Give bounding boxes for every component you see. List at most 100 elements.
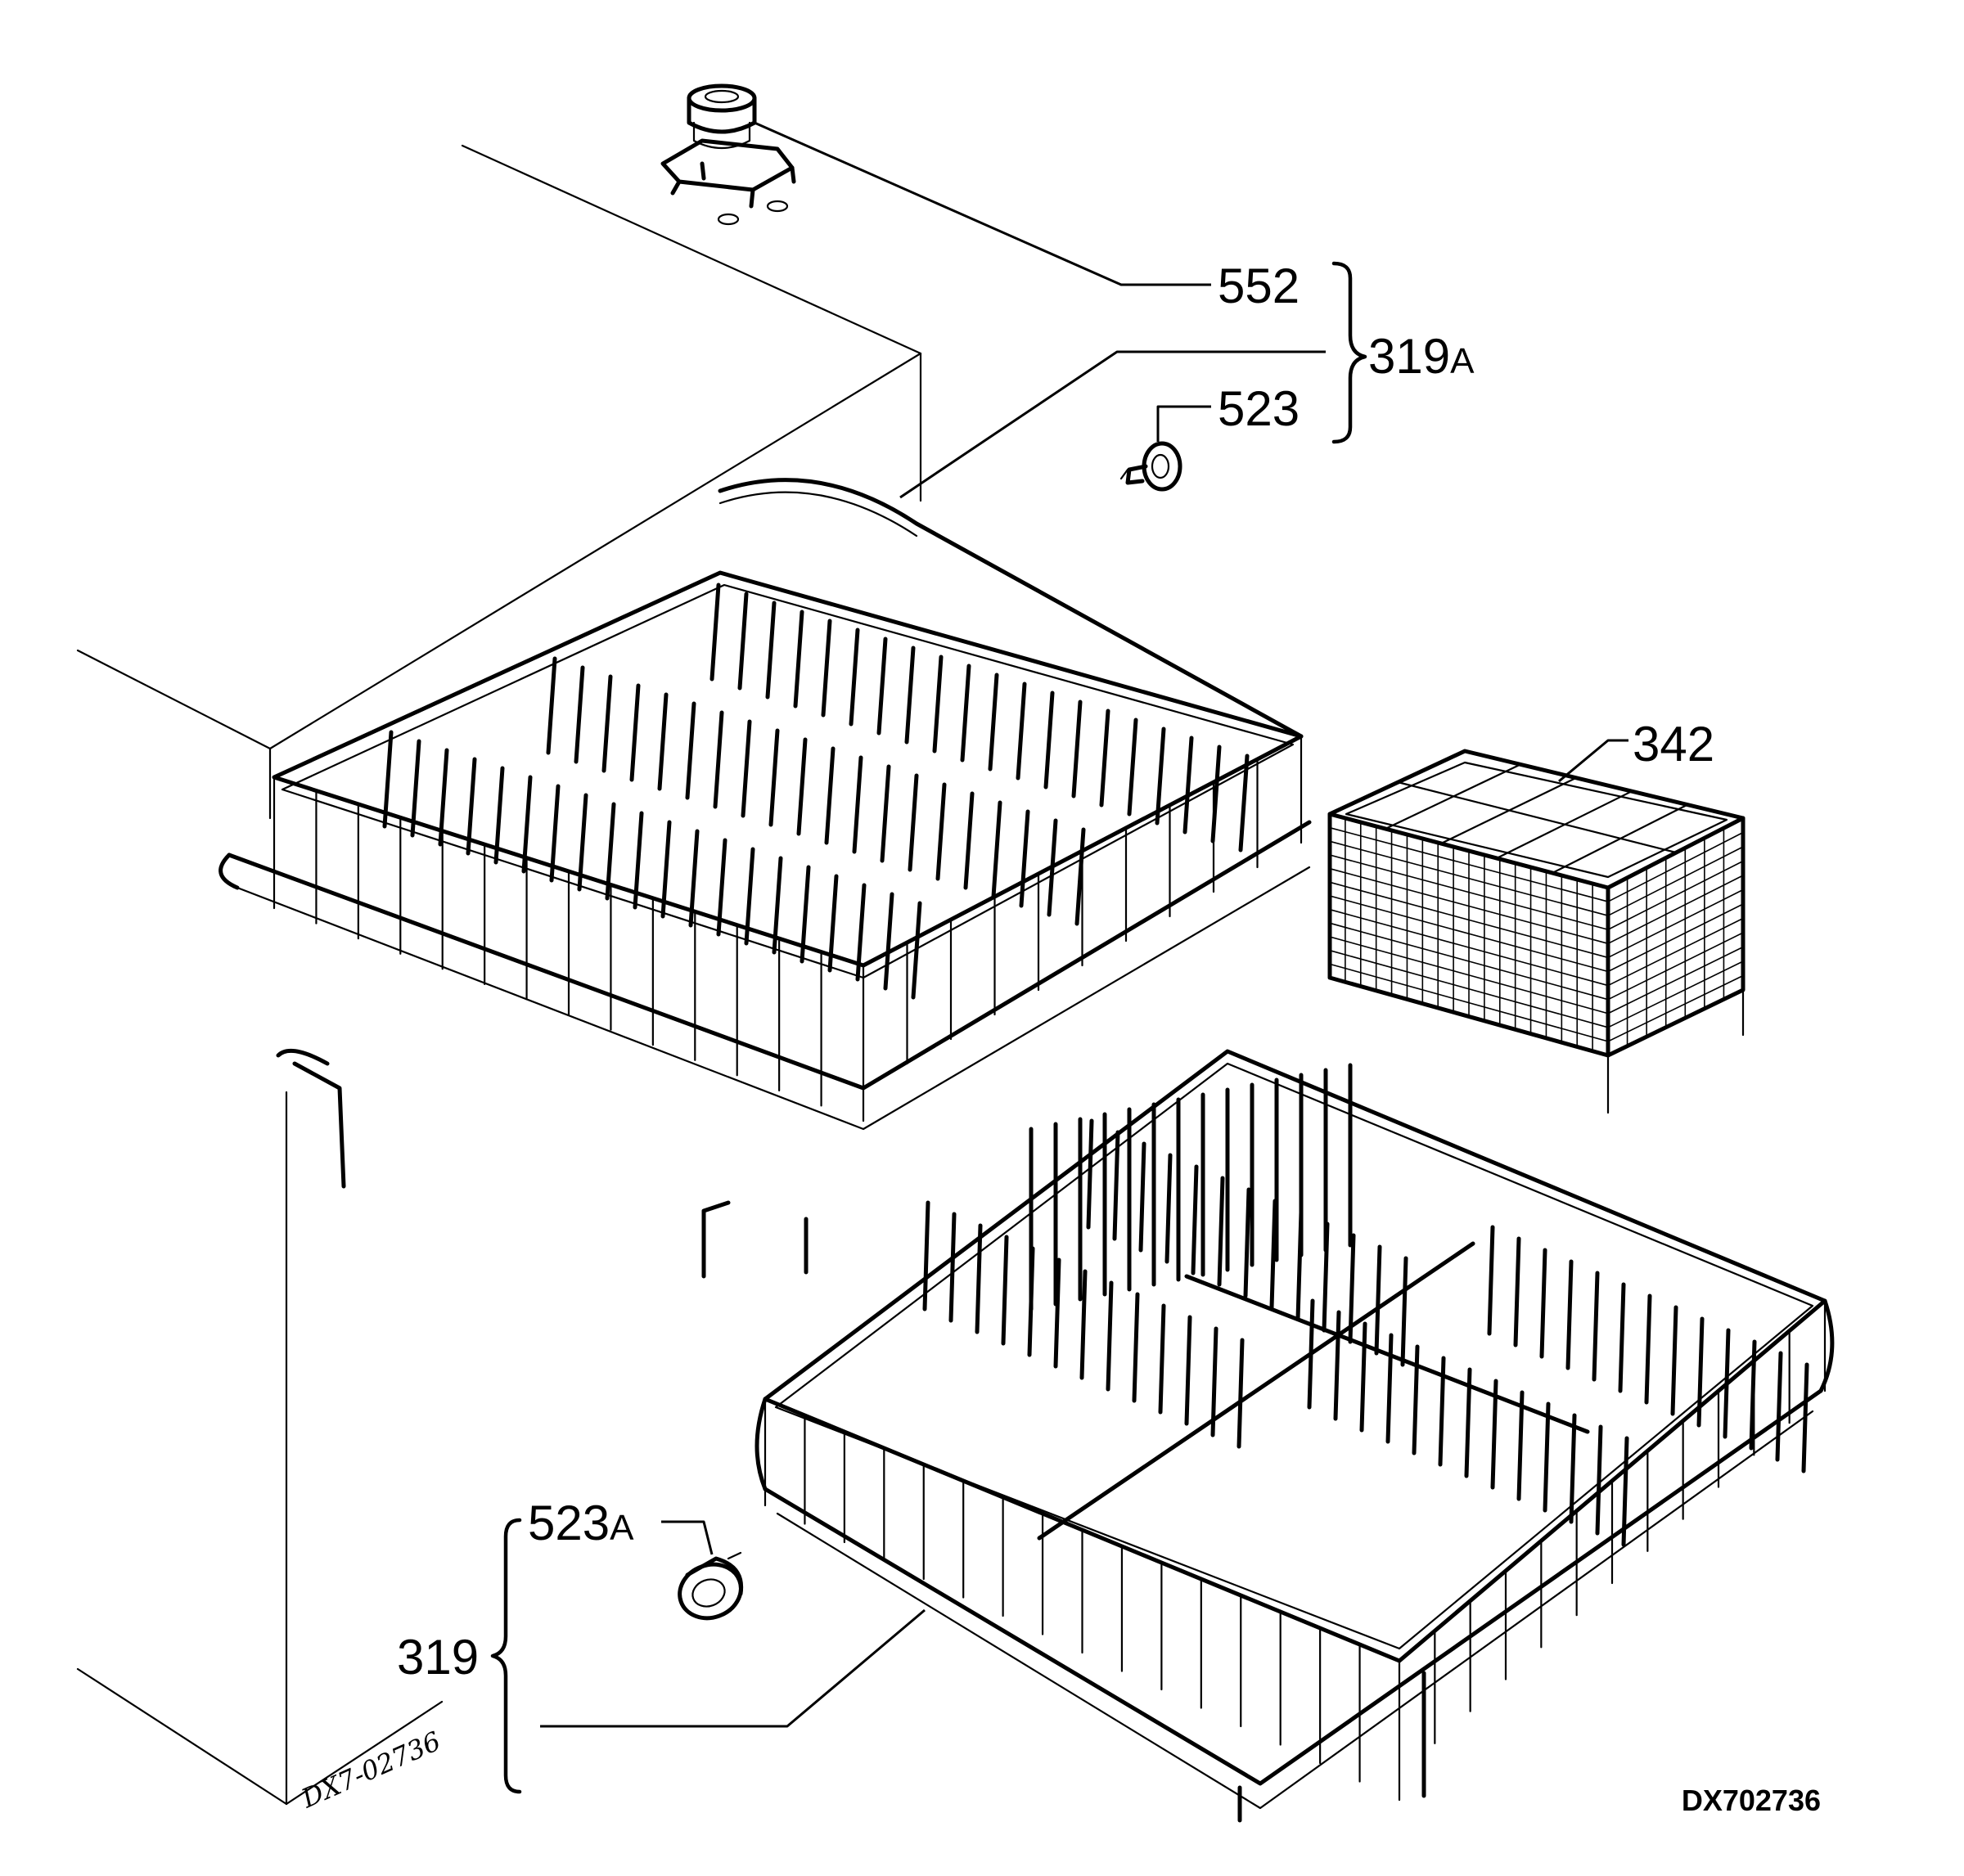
rack-tine: [1127, 718, 1138, 817]
leader-319: [540, 1608, 926, 1728]
rack-tine: [908, 773, 919, 872]
rack-tine: [1516, 1390, 1525, 1501]
drawing-code: DX702736: [1682, 1784, 1821, 1817]
wheel-523a-part: [678, 1551, 744, 1621]
rack-tine: [1016, 682, 1027, 781]
label-319: 319: [397, 1630, 479, 1685]
rack-tine: [827, 874, 839, 973]
leader-552: [754, 121, 1211, 286]
basket-mesh: [1329, 936, 1609, 1014]
upper-basket-part: [218, 478, 1312, 1279]
handwritten-code: DX7-02736: [296, 1725, 445, 1815]
dishwasher-cabinet: [76, 144, 922, 1806]
rack-tine: [1158, 1303, 1166, 1415]
rack-tine: [1400, 1256, 1408, 1367]
rack-tine: [1182, 736, 1194, 835]
rack-tine: [1269, 1199, 1277, 1310]
rack-tine: [963, 791, 975, 890]
rack-tine: [960, 664, 971, 763]
rack-tine: [633, 811, 644, 910]
rack-tine: [549, 784, 561, 883]
rack-tine: [1490, 1379, 1498, 1490]
guide-wheel-552-part: [660, 83, 796, 226]
rack-tine: [1487, 1225, 1495, 1336]
rack-tine: [1071, 700, 1083, 799]
rack-tine: [935, 782, 947, 881]
rack-tine: [737, 592, 749, 691]
rack-tine: [688, 829, 700, 928]
rack-tine: [1592, 1271, 1600, 1382]
rack-tine: [1132, 1292, 1140, 1403]
rack-tine: [438, 748, 449, 847]
rack-tine: [876, 637, 888, 736]
rack-tine: [849, 628, 860, 727]
rack-tine: [922, 1200, 930, 1311]
rack-tine: [883, 892, 894, 991]
rack-tine: [824, 746, 836, 845]
leader-342: [1558, 739, 1628, 783]
rack-tine: [800, 865, 811, 964]
rack-tine: [1074, 827, 1086, 926]
rack-tine: [1775, 1351, 1783, 1462]
rack-tine: [410, 739, 421, 838]
rack-tine: [1670, 1305, 1678, 1416]
rack-tine: [1210, 1326, 1218, 1437]
rack-tine: [605, 802, 616, 901]
rack-tine: [911, 901, 922, 1000]
rack-tine: [741, 719, 752, 818]
rack-tine: [1053, 1257, 1061, 1369]
roller-523-part: [1119, 441, 1182, 492]
lower-basket-part: [755, 1049, 1835, 1823]
rack-tine: [709, 583, 721, 682]
rack-tine: [1243, 1187, 1251, 1298]
rack-tine: [1112, 1130, 1120, 1241]
basket-mesh: [1607, 846, 1744, 916]
leader-523: [1156, 405, 1211, 442]
brace-319: [490, 1518, 522, 1794]
basket-mesh: [1329, 867, 1609, 945]
rack-tine: [1184, 1315, 1192, 1426]
rack-tine: [574, 665, 585, 764]
basket-mesh: [1607, 875, 1744, 945]
leader-523a: [661, 1520, 714, 1555]
label-319a: 319A: [1368, 329, 1475, 384]
basket-mesh: [1329, 908, 1609, 987]
rack-tine: [1621, 1436, 1629, 1547]
basket-mesh: [1607, 903, 1744, 973]
basket-mesh: [1607, 889, 1744, 959]
basket-mesh: [1329, 949, 1609, 1028]
rack-tine: [1569, 1413, 1577, 1524]
rack-tine: [1155, 727, 1166, 826]
rack-tine: [1385, 1333, 1394, 1444]
rack-tine: [988, 673, 999, 772]
rack-tine: [821, 619, 832, 718]
basket-mesh: [1607, 831, 1744, 902]
label-319a-suffix: A: [1450, 341, 1475, 381]
rack-tine: [1539, 1248, 1547, 1359]
label-523a-suffix: A: [610, 1508, 634, 1548]
rack-tine: [765, 601, 777, 700]
rack-tine: [1348, 1233, 1356, 1344]
label-523a: 523A: [528, 1496, 634, 1550]
rack-tine: [601, 674, 613, 773]
rack-tine: [1238, 754, 1250, 853]
rack-tine: [1513, 1236, 1521, 1347]
rack-tine: [1565, 1259, 1574, 1370]
rack-tine: [855, 883, 867, 982]
rack-tine: [991, 800, 1002, 899]
rack-tine: [1164, 1153, 1173, 1264]
rack-tine: [1723, 1328, 1731, 1439]
rack-tine: [768, 728, 780, 827]
rack-tine: [629, 683, 641, 782]
rack-tine: [1359, 1321, 1367, 1433]
rack-tine: [1019, 809, 1030, 908]
label-319a-number: 319: [1368, 329, 1450, 384]
rack-tine: [948, 1212, 957, 1323]
rack-tine: [521, 775, 533, 874]
basket-divider: [1396, 781, 1678, 854]
rack-tine: [1237, 1338, 1245, 1449]
rack-tine: [880, 764, 891, 863]
rack-tine: [546, 656, 557, 755]
rack-tine: [1644, 1293, 1652, 1405]
